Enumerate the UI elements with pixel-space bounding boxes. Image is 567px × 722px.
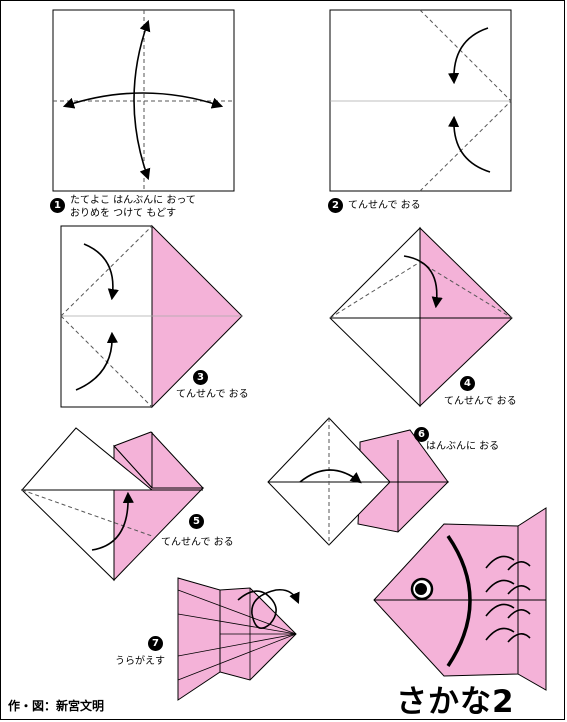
step7-instruction: うらがえす xyxy=(115,656,165,667)
turn-over-arrow xyxy=(237,588,300,630)
fold-arrow-horizontal xyxy=(62,92,224,109)
step3-instruction: てんせんで おる xyxy=(176,389,249,400)
fold-arrow-bottom xyxy=(447,115,491,173)
step2-diagram xyxy=(329,9,512,192)
fold-arrow-top xyxy=(83,243,119,301)
step6-number-badge: 6 xyxy=(414,427,429,442)
fold-arrow xyxy=(91,491,134,551)
fold-arrow-top xyxy=(447,27,489,85)
author-credit: 作・図：新宮文明 xyxy=(8,699,105,713)
step1-number-badge: 1 xyxy=(50,198,65,213)
finished-fish xyxy=(373,507,547,691)
step3-number-badge: 3 xyxy=(193,370,208,385)
step4-diagram xyxy=(329,226,513,408)
step1-diagram xyxy=(52,9,235,192)
step5-diagram xyxy=(20,427,205,582)
step5-number-badge: 5 xyxy=(189,514,204,529)
step4-instruction: てんせんで おる xyxy=(444,396,517,407)
step7-number-badge: 7 xyxy=(148,636,163,651)
model-title: さかな2 xyxy=(396,684,515,720)
step7-diagram xyxy=(177,577,300,701)
step1-instruction: たてよこ はんぶんに おって おりめを つけて もどす xyxy=(70,194,196,220)
fold-arrow xyxy=(299,469,362,484)
step1-line1: たてよこ はんぶんに おって xyxy=(70,195,196,206)
step3-diagram xyxy=(60,224,243,409)
fold-arrow-bottom xyxy=(75,331,119,391)
step2-instruction: てんせんで おる xyxy=(348,200,421,211)
step2-number-badge: 2 xyxy=(328,198,343,213)
step6-instruction: はんぶんに おる xyxy=(426,441,500,452)
step6-diagram xyxy=(267,417,450,546)
step1-line2: おりめを つけて もどす xyxy=(70,208,177,219)
gill-curve xyxy=(446,535,472,667)
scales xyxy=(485,555,531,643)
fold-arrow xyxy=(403,255,443,309)
step4-number-badge: 4 xyxy=(460,376,475,391)
step5-instruction: てんせんで おる xyxy=(161,537,234,548)
